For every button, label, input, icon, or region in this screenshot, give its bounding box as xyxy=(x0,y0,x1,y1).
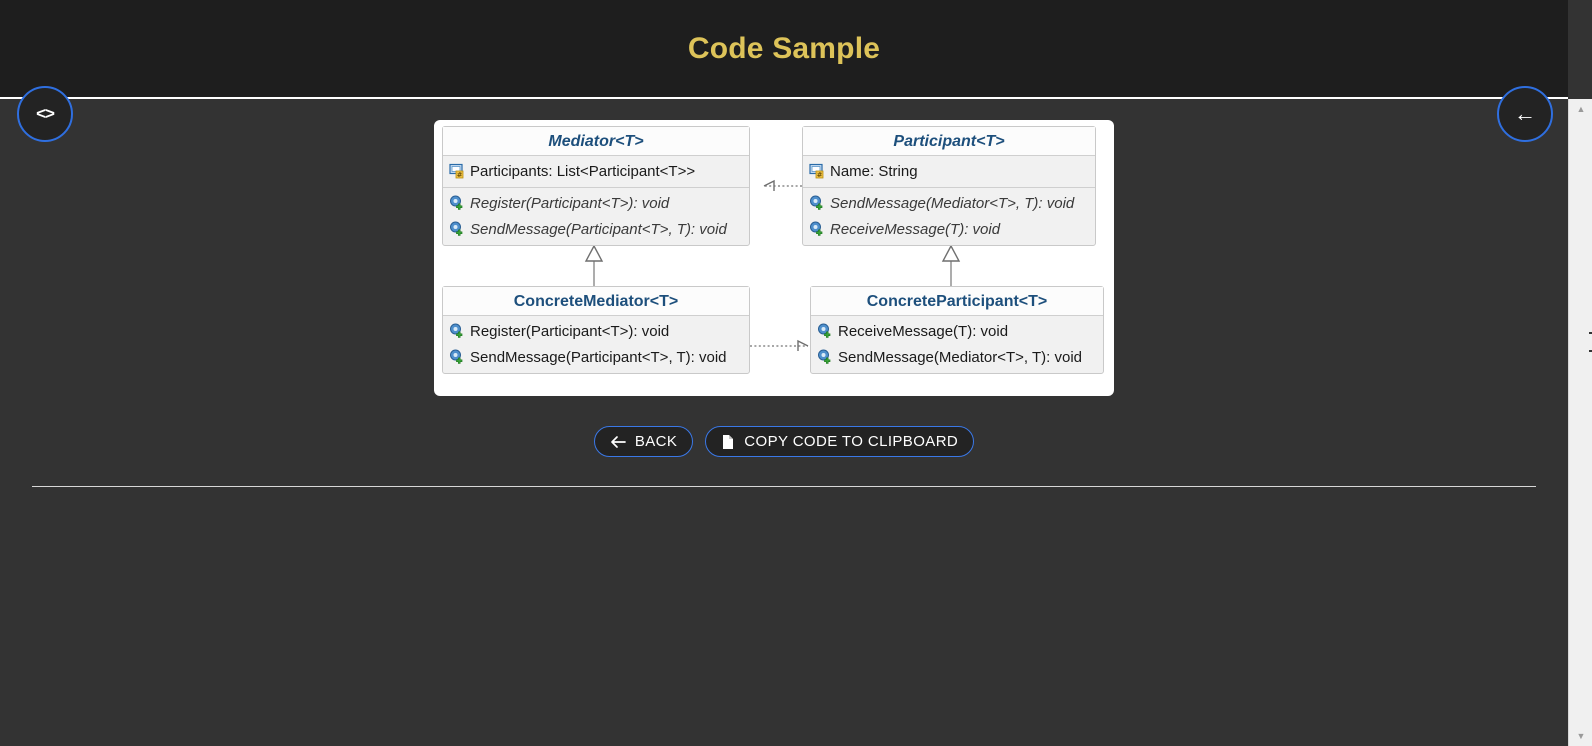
uml-class-title: Mediator<T> xyxy=(443,127,749,156)
scrollbar-notch xyxy=(1589,350,1592,352)
back-button-label: BACK xyxy=(634,433,678,450)
uml-fields-section: # Name: String xyxy=(803,156,1095,187)
uml-methods-section: Register(Participant<T>): void SendMessa… xyxy=(443,187,749,245)
uml-method-row: Register(Participant<T>): void xyxy=(443,190,749,216)
method-icon xyxy=(817,323,834,339)
code-brackets-icon: <> xyxy=(36,104,55,123)
method-icon xyxy=(809,221,826,237)
field-icon: # xyxy=(809,163,826,179)
uml-methods-section: ReceiveMessage(T): void SendMessage(Medi… xyxy=(811,316,1103,373)
uml-method-text: SendMessage(Participant<T>, T): void xyxy=(470,348,727,366)
action-bar: BACK COPY CODE TO CLIPBOARD xyxy=(0,426,1568,457)
vertical-scrollbar[interactable]: ▲ ▼ xyxy=(1568,99,1592,746)
scroll-down-arrow-icon[interactable]: ▼ xyxy=(1576,731,1586,741)
uml-method-row: SendMessage(Participant<T>, T): void xyxy=(443,216,749,242)
method-icon xyxy=(809,195,826,211)
arrow-left-icon xyxy=(610,435,626,449)
uml-method-row: SendMessage(Mediator<T>, T): void xyxy=(803,190,1095,216)
uml-method-text: SendMessage(Mediator<T>, T): void xyxy=(830,194,1075,212)
scrollbar-notch xyxy=(1589,332,1592,334)
uml-fields-section: # Participants: List<Participant<T>> xyxy=(443,156,749,187)
uml-diagram-card: Mediator<T> # Participants: List<Partici… xyxy=(434,120,1114,396)
field-icon: # xyxy=(449,163,466,179)
uml-method-text: SendMessage(Participant<T>, T): void xyxy=(470,220,727,238)
uml-field-text: Participants: List<Participant<T>> xyxy=(470,162,696,180)
uml-field-row: # Name: String xyxy=(803,158,1095,184)
svg-text:#: # xyxy=(817,171,823,179)
uml-method-text: ReceiveMessage(T): void xyxy=(830,220,1001,238)
uml-class-concretemediator[interactable]: ConcreteMediator<T> Register(Participant… xyxy=(442,286,750,374)
uml-class-participant[interactable]: Participant<T> # Name: String xyxy=(802,126,1096,246)
method-icon xyxy=(449,323,466,339)
uml-method-row: ReceiveMessage(T): void xyxy=(803,216,1095,242)
uml-method-text: Register(Participant<T>): void xyxy=(470,194,670,212)
uml-field-text: Name: String xyxy=(830,162,918,180)
uml-method-text: Register(Participant<T>): void xyxy=(470,322,670,340)
uml-class-title: ConcreteMediator<T> xyxy=(443,287,749,316)
scroll-up-arrow-icon[interactable]: ▲ xyxy=(1576,104,1586,114)
uml-methods-section: SendMessage(Mediator<T>, T): void Receiv… xyxy=(803,187,1095,245)
back-button[interactable]: BACK xyxy=(593,426,694,457)
document-copy-icon xyxy=(721,434,735,450)
page-title: Code Sample xyxy=(687,31,881,65)
uml-class-concreteparticipant[interactable]: ConcreteParticipant<T> ReceiveMessage(T)… xyxy=(810,286,1104,374)
method-icon xyxy=(449,349,466,365)
uml-method-text: SendMessage(Mediator<T>, T): void xyxy=(838,348,1083,366)
arrow-left-icon: ← xyxy=(1514,101,1536,126)
uml-class-title: Participant<T> xyxy=(803,127,1095,156)
uml-method-row: ReceiveMessage(T): void xyxy=(811,318,1103,344)
uml-method-text: ReceiveMessage(T): void xyxy=(838,322,1009,340)
page-bottom-strip xyxy=(0,733,1568,746)
page-header: Code Sample xyxy=(0,0,1568,99)
uml-method-row: SendMessage(Mediator<T>, T): void xyxy=(811,344,1103,370)
uml-methods-section: Register(Participant<T>): void SendMessa… xyxy=(443,316,749,373)
uml-class-mediator[interactable]: Mediator<T> # Participants: List<Partici… xyxy=(442,126,750,246)
uml-method-row: SendMessage(Participant<T>, T): void xyxy=(443,344,749,370)
svg-text:#: # xyxy=(457,171,463,179)
method-icon xyxy=(817,349,834,365)
copy-code-button-label: COPY CODE TO CLIPBOARD xyxy=(744,433,959,450)
section-divider xyxy=(32,486,1536,487)
content-area: Mediator<T> # Participants: List<Partici… xyxy=(0,99,1568,733)
method-icon xyxy=(449,195,466,211)
method-icon xyxy=(449,221,466,237)
code-toggle-button[interactable]: <> xyxy=(17,86,73,142)
uml-method-row: Register(Participant<T>): void xyxy=(443,318,749,344)
copy-code-button[interactable]: COPY CODE TO CLIPBOARD xyxy=(705,426,975,457)
back-nav-button[interactable]: ← xyxy=(1497,86,1553,142)
uml-class-title: ConcreteParticipant<T> xyxy=(811,287,1103,316)
uml-field-row: # Participants: List<Participant<T>> xyxy=(443,158,749,184)
